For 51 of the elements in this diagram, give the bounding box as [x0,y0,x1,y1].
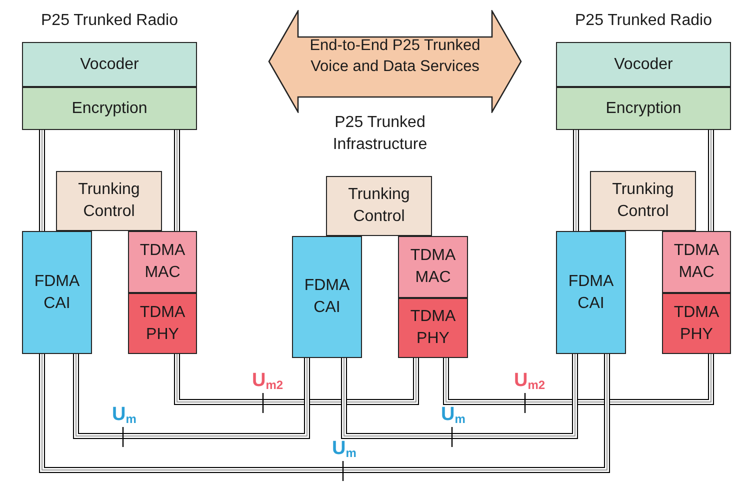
edge-label: U$_{m}$ [441,405,466,425]
node-text: Vocoder [613,54,674,74]
node-text: TDMA MAC [138,241,186,283]
fdma-box [22,231,92,354]
tdma-mac-box [662,231,731,293]
node-text: TDMA PHY [138,302,186,344]
triple-line-connector [443,354,714,405]
triple-line-connector [73,354,310,439]
double-arrow [268,10,522,113]
trunking-control-box [326,176,432,236]
tdma-mac-box [398,236,468,298]
node-text: TDMA MAC [672,241,720,283]
node-text: TDMA PHY [672,302,720,344]
encryption-box [22,87,197,130]
tdma-phy-box [128,293,197,354]
node-text: FDMA CAI [303,276,351,318]
node-text: Encryption [604,98,682,118]
trunking-control-box [590,171,696,231]
node-text: End-to-End P25 Trunked Voice and Data Services [308,36,482,76]
section-heading: P25 Trunked Infrastructure [332,113,428,155]
edge-label: U$_{m2}$ [252,371,284,391]
node-text: Encryption [70,98,148,118]
trunking-control-box [56,171,162,231]
tdma-phy-box [398,298,468,358]
node-text: FDMA CAI [33,272,81,314]
edge-label: U$_{m}$ [112,405,136,425]
triple-line-connector [174,354,419,405]
node-text: FDMA CAI [567,272,615,314]
encryption-box [556,87,731,130]
node-text: TDMA MAC [409,246,457,288]
node-text: Trunking Control [77,180,141,222]
tdma-phy-box [662,293,731,354]
triple-line-connector [39,354,610,473]
triple-line-connector [573,130,579,231]
node-text: Trunking Control [611,180,675,222]
node-text: Vocoder [79,54,140,74]
fdma-box [292,236,362,358]
vocoder-box [22,42,197,87]
fdma-box [556,231,626,354]
triple-line-connector [341,354,578,439]
node-text: Trunking Control [347,185,411,227]
triple-line-connector [708,130,714,231]
section-heading: P25 Trunked Radio [40,11,179,31]
triple-line-connector [39,130,45,231]
section-heading: P25 Trunked Radio [574,11,713,31]
edge-label: U$_{m}$ [332,439,356,459]
tdma-mac-box [128,231,197,293]
triple-line-connector [174,130,180,231]
node-text: TDMA PHY [409,307,457,349]
edge-label: U$_{m2}$ [514,371,546,391]
vocoder-box [556,42,731,87]
